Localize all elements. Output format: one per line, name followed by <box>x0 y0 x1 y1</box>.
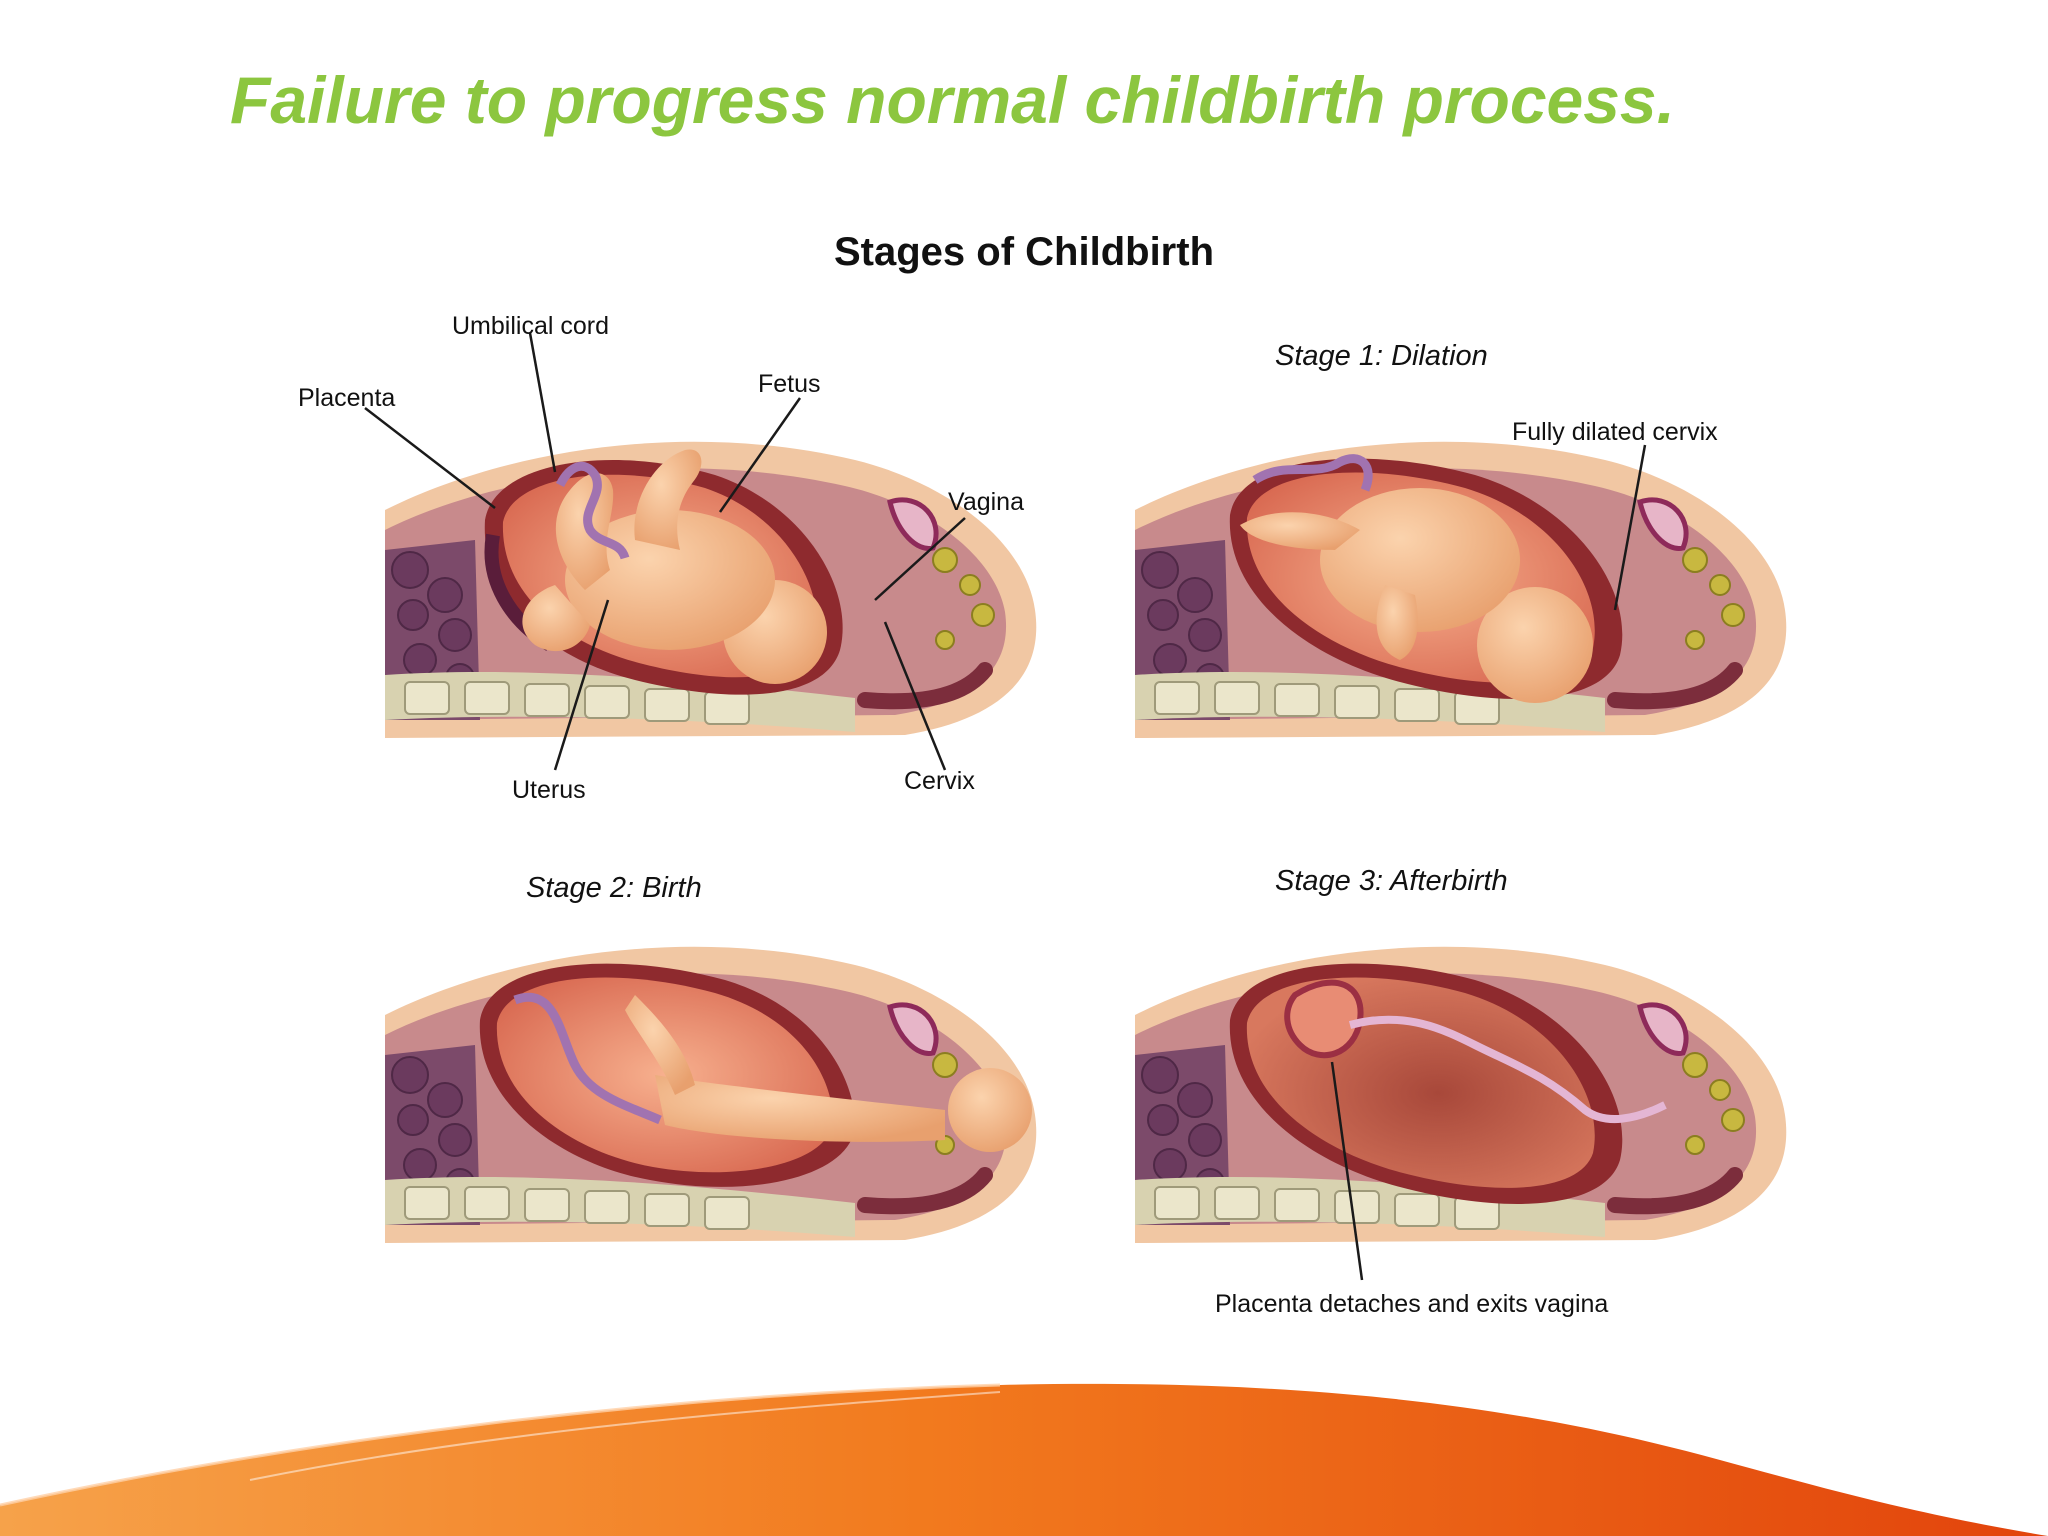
label-vagina: Vagina <box>948 488 1024 516</box>
stage2-heading: Stage 2: Birth <box>526 872 702 904</box>
label-fully-dilated-cervix: Fully dilated cervix <box>1512 418 1718 446</box>
stage2-birth-diagram <box>385 947 1036 1243</box>
label-placenta-detaches: Placenta detaches and exits vagina <box>1215 1290 1609 1318</box>
label-cervix: Cervix <box>904 767 975 795</box>
label-uterus: Uterus <box>512 776 586 804</box>
figure-title: Stages of Childbirth <box>834 230 1214 274</box>
label-umbilical-cord: Umbilical cord <box>452 312 609 340</box>
stage1-heading: Stage 1: Dilation <box>1275 340 1488 372</box>
label-placenta: Placenta <box>298 384 396 412</box>
stage3-afterbirth-diagram <box>1135 947 1786 1243</box>
leader-lines <box>364 332 1647 1281</box>
fetus-figure <box>1240 488 1593 703</box>
label-fetus: Fetus <box>758 370 821 398</box>
slide-title: Failure to progress normal childbirth pr… <box>230 63 1675 137</box>
decorative-orange-band <box>0 1383 2048 1536</box>
anatomy-overview-diagram <box>385 442 1036 738</box>
fetus-figure <box>625 995 1032 1152</box>
stage3-heading: Stage 3: Afterbirth <box>1275 865 1508 897</box>
stage1-dilation-diagram <box>1135 442 1786 738</box>
